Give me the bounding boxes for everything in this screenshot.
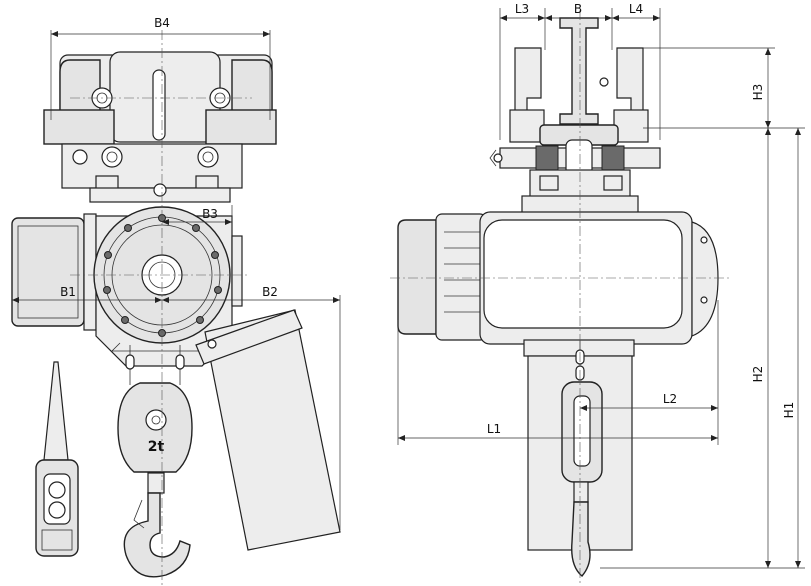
cooling-fins (444, 231, 480, 313)
rail-beam (559, 17, 599, 125)
motor-side (397, 211, 719, 345)
label-l1: L1 (487, 422, 501, 436)
chain-hook-block: 2t (117, 345, 193, 578)
trolley-plate (61, 143, 243, 203)
dim-l2: L2 (580, 392, 718, 411)
side-view: L3 B L4 H3 H2 H1 L1 L2 (390, 2, 805, 586)
label-h2: H2 (751, 366, 765, 383)
label-h3: H3 (751, 84, 765, 101)
label-h1: H1 (782, 402, 796, 419)
label-b4: B4 (154, 16, 170, 30)
dim-b1: B1 (12, 285, 162, 303)
chain-container (195, 309, 341, 551)
label-b2: B2 (262, 285, 278, 299)
label-b3: B3 (202, 207, 218, 221)
front-view: 2t B4 B3 (11, 16, 341, 586)
dim-b4: B4 (50, 16, 271, 120)
dim-h3: H3 (643, 47, 805, 129)
trolley-top (43, 51, 277, 145)
label-l2: L2 (663, 392, 677, 406)
label-b: B (574, 2, 582, 16)
label-b1: B1 (60, 285, 76, 299)
capacity-label: 2t (148, 439, 165, 455)
dim-l1: L1 (397, 300, 719, 445)
motor-left (11, 213, 97, 331)
dim-top-row: L3 B L4 (499, 2, 661, 140)
label-l4: L4 (629, 2, 643, 16)
label-l3: L3 (515, 2, 529, 16)
dim-b3: B3 (162, 205, 233, 230)
dim-b2: B2 (162, 285, 341, 530)
pendant-control (35, 361, 79, 557)
dim-h2-h1: H2 H1 (600, 128, 805, 569)
